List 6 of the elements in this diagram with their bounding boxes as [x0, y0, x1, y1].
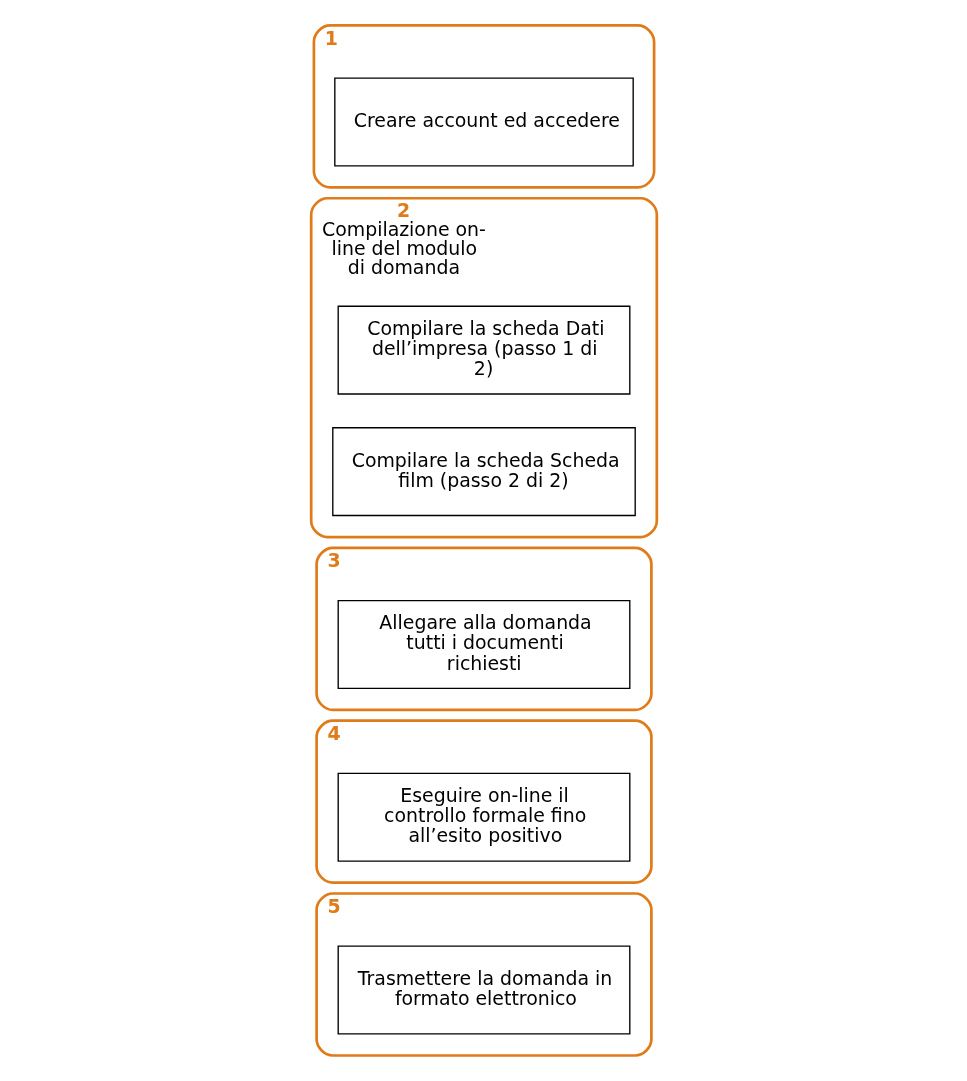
node-box: Allegare alla domanda tutti i documenti richiesti	[337, 599, 630, 689]
node-box: Eseguire on-line il controllo formale fino all’esito positivo	[337, 772, 630, 862]
node-box: Compilare la scheda Scheda film (passo 2 di 2)	[331, 427, 636, 517]
node-box: Creare account ed accedere	[333, 77, 634, 167]
node-box: Trasmettere la domanda in formato elettronico	[337, 945, 630, 1035]
node-box: Compilare la scheda Dati dell’impresa (passo 1 di 2)	[337, 305, 630, 395]
